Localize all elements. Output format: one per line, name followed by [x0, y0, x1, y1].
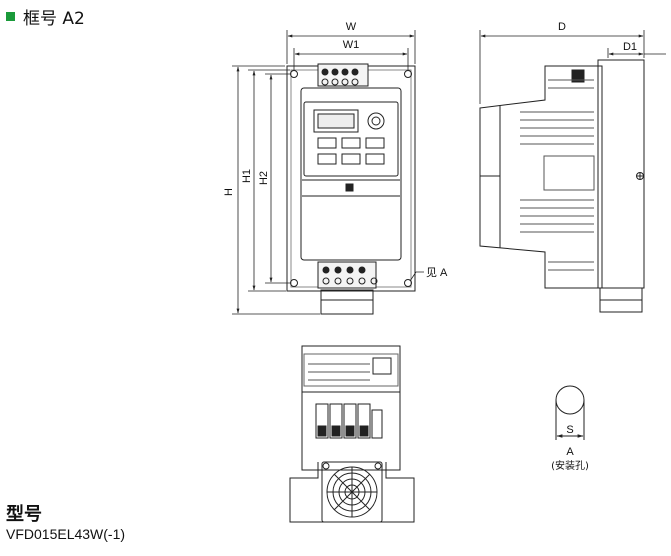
detail-a	[555, 385, 585, 440]
bottom-view	[289, 345, 415, 523]
mount-hole-icon	[404, 70, 412, 78]
mount-hole-icon	[290, 70, 298, 78]
knob-icon	[367, 112, 385, 130]
front-body	[300, 87, 402, 261]
side-view	[479, 59, 645, 313]
callout-see-a: 见 A	[426, 267, 448, 279]
dim-w-label: W	[346, 21, 357, 33]
dim-d-label: D	[558, 21, 566, 33]
front-dimensions	[232, 30, 424, 315]
model-heading: 型号	[6, 504, 42, 525]
bottom-body	[301, 345, 401, 471]
dim-s-label: S	[566, 424, 573, 436]
side-dimensions	[479, 30, 666, 104]
keypad	[317, 137, 385, 165]
mount-hole-icon	[404, 279, 412, 287]
front-mount-plate	[286, 65, 416, 292]
dim-d1-label: D1	[623, 41, 637, 53]
dim-w1-label: W1	[343, 39, 360, 51]
frame-title: 框号 A2	[23, 9, 85, 29]
dim-h-label: H	[223, 188, 235, 196]
mount-hole-detail-icon	[555, 385, 585, 415]
dim-h2-label: H2	[258, 171, 270, 185]
green-bullet-icon	[6, 12, 15, 21]
ground-screw-icon	[636, 172, 644, 180]
detail-note: (安装孔)	[551, 459, 589, 472]
display-window	[313, 109, 359, 133]
frame-header: 框号 A2	[6, 4, 85, 29]
side-body	[479, 65, 603, 289]
bottom-terminals	[315, 403, 383, 439]
dim-h1-label: H1	[241, 169, 253, 183]
front-view	[286, 63, 416, 315]
mount-hole-icon	[290, 279, 298, 287]
detail-a-label: A	[566, 446, 574, 458]
model-value: VFD015EL43W(-1)	[6, 526, 126, 542]
